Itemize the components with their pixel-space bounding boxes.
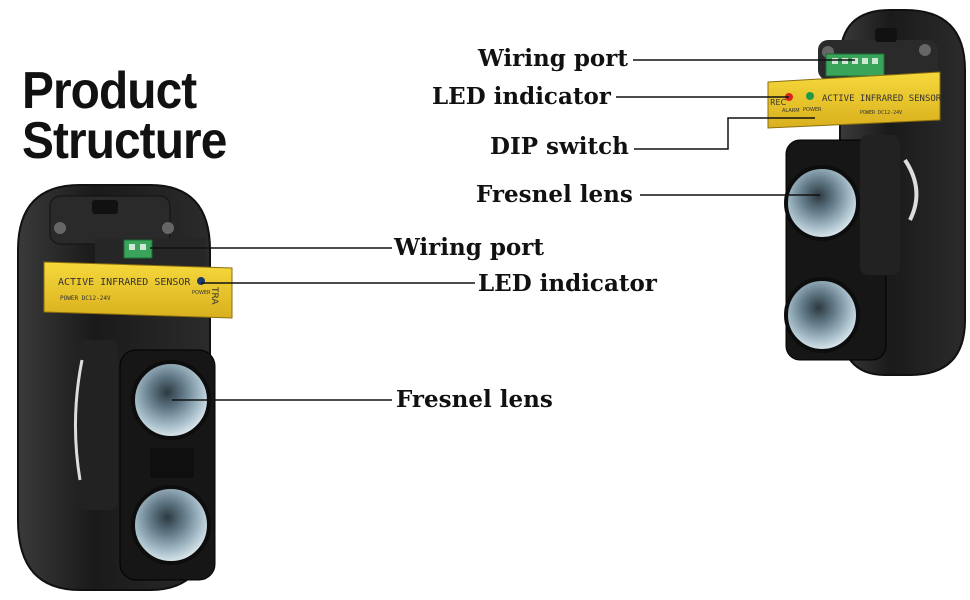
leader-lines [150,59,855,401]
page-title: Product Structure [22,62,227,170]
right-fresnel-lens-bottom [784,277,860,353]
title-line-1: Product [22,62,197,120]
left-band-text: ACTIVE INFRARED SENSOR [58,277,191,288]
right-yellow-band [767,71,941,129]
label-left-led-indicator: LED indicator [478,270,657,297]
right-sensor: ALARM POWER ACTIVE INFRARED SENSOR POWER… [767,9,966,376]
label-right-fresnel-lens: Fresnel lens [476,181,633,208]
left-sensor: ACTIVE INFRARED SENSOR POWER DC12-24V PO… [17,184,233,591]
label-left-fresnel-lens: Fresnel lens [396,386,553,413]
left-led-indicator [197,277,205,285]
left-fresnel-lens-bottom [131,485,211,565]
right-edge-text: REC [770,98,787,107]
right-wiring-port [825,53,885,77]
right-alarm-text: ALARM [782,108,800,114]
left-yellow-band [43,261,233,319]
label-left-wiring-port: Wiring port [394,234,544,261]
left-screw-2 [162,222,174,234]
right-fresnel-lens-top [784,165,860,241]
right-dip-switch-leader [634,117,815,150]
left-screw-1 [54,222,66,234]
title-line-2: Structure [22,112,227,170]
right-screw-2 [919,44,931,56]
label-right-led-indicator: LED indicator [432,83,611,110]
left-power-text: POWER [192,290,211,296]
label-right-wiring-port: Wiring port [478,45,628,72]
right-band-subtext: POWER DC12-24V [860,110,902,116]
left-band-subtext: POWER DC12-24V [60,295,111,302]
right-power-text: POWER [803,107,822,113]
right-band-text: ACTIVE INFRARED SENSOR [822,94,942,104]
left-wiring-port [123,239,153,259]
right-led-power [806,92,814,100]
label-right-dip-switch: DIP switch [490,133,629,160]
left-edge-text: TRA [209,286,219,305]
